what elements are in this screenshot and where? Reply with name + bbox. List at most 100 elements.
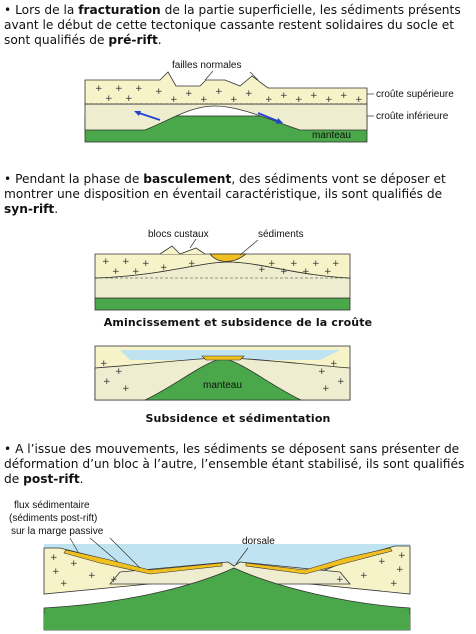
- label-blocs-custaux: blocs custaux: [148, 229, 209, 240]
- left-post-rift-sediment: [63, 549, 223, 575]
- blocks-leader: [189, 238, 197, 249]
- svg-text:+: +: [102, 257, 110, 267]
- label-manteau: manteau: [312, 130, 351, 141]
- term-syn-rift: syn-rift: [4, 202, 55, 217]
- term-post-rift: post-rift: [23, 472, 80, 487]
- para1-text-b: de la partie superficielle, les sédiment…: [4, 3, 461, 48]
- caption-amincissement: Amincissement et subsidence de la croûte: [103, 316, 373, 329]
- upper-crust-layer: [94, 253, 351, 279]
- term-basculement: basculement: [143, 172, 232, 186]
- crust-plus-pattern: ++++ ++++: [100, 359, 345, 394]
- right-post-rift-sediment: [245, 547, 393, 575]
- crust-plus-pattern: +++++++ ++++++++: [102, 257, 340, 277]
- diagram-subsidence: ++++ ++++ manteau: [94, 345, 351, 401]
- label-flux-line1: flux sédimentaire: [14, 500, 90, 511]
- svg-text:+: +: [340, 91, 348, 101]
- svg-text:+: +: [200, 95, 208, 105]
- svg-text:+: +: [132, 267, 140, 277]
- svg-text:+: +: [330, 359, 338, 369]
- label-flux-line3: sur la marge passive: [11, 526, 104, 537]
- svg-text:+: +: [60, 579, 68, 589]
- label-dorsale: dorsale: [242, 536, 275, 547]
- label-croute-superieure: croûte supérieure: [376, 89, 454, 100]
- term-pre-rift: pré-rift: [108, 33, 158, 48]
- svg-text:+: +: [324, 267, 332, 277]
- flux-leader: [89, 537, 119, 563]
- para3-text-c: .: [79, 472, 84, 487]
- flux-leader: [69, 537, 79, 553]
- bullet: •: [4, 172, 12, 186]
- svg-text:+: +: [332, 259, 340, 269]
- label-sediments: sédiments: [258, 229, 304, 240]
- svg-text:+: +: [50, 553, 58, 563]
- svg-text:+: +: [396, 565, 404, 575]
- paragraph-post-rift: • A l’issue des mouvements, les sédiment…: [4, 442, 472, 488]
- paragraph-syn-rift: • Pendant la phase de basculement, des s…: [4, 172, 472, 218]
- svg-text:+: +: [337, 377, 345, 387]
- label-croute-inferieure: croûte inférieure: [376, 111, 449, 122]
- svg-text:+: +: [325, 95, 333, 105]
- svg-text:+: +: [95, 84, 103, 94]
- right-arrowhead-icon: [276, 118, 283, 124]
- ridge-leader: [235, 547, 249, 565]
- svg-text:+: +: [355, 95, 363, 105]
- svg-text:+: +: [122, 257, 130, 267]
- svg-text:+: +: [185, 89, 193, 99]
- bullet: •: [4, 442, 12, 456]
- svg-text:+: +: [170, 95, 178, 105]
- svg-text:+: +: [88, 571, 96, 581]
- svg-text:+: +: [160, 263, 168, 273]
- svg-text:+: +: [336, 575, 344, 585]
- svg-text:+: +: [318, 367, 326, 377]
- flux-leader: [109, 537, 141, 569]
- crust-plus-pattern: ++++++ ++++++: [50, 551, 406, 589]
- svg-text:+: +: [398, 551, 406, 561]
- para2-text-a: Pendant la phase de: [15, 172, 144, 186]
- label-flux-line2: (sédiments post-rift): [9, 513, 97, 524]
- upper-crust-layer: [84, 71, 368, 105]
- label-failles-normales: failles normales: [172, 60, 241, 71]
- svg-text:+: +: [125, 94, 133, 104]
- para3-text-a: A l’issue des mouvements, les sédiments …: [4, 442, 465, 487]
- lower-crust-layer: [84, 103, 368, 131]
- svg-text:+: +: [230, 95, 238, 105]
- fault-leader: [204, 70, 214, 81]
- svg-text:+: +: [115, 84, 123, 94]
- left-arrowhead-icon: [134, 111, 141, 116]
- diagram-post-rift: ++++++ ++++++ flux sédimentaire (sédimen…: [9, 500, 411, 631]
- svg-text:+: +: [100, 359, 108, 369]
- svg-text:+: +: [103, 377, 111, 387]
- svg-text:+: +: [302, 267, 310, 277]
- para2-text-b: , des sédiments vont se déposer et montr…: [4, 172, 446, 202]
- svg-text:+: +: [52, 567, 60, 577]
- svg-text:+: +: [312, 259, 320, 269]
- term-fracturation: fracturation: [78, 3, 161, 17]
- mantle-base: [44, 614, 410, 630]
- fault-leader: [249, 71, 259, 81]
- para2-text-c: .: [54, 202, 59, 217]
- svg-text:+: +: [215, 87, 223, 97]
- syn-rift-sediment: [201, 355, 245, 361]
- diagram-basculement: +++++++ ++++++++ blocs custaux sédiments: [94, 229, 351, 311]
- syn-rift-sediment: [209, 253, 248, 262]
- svg-text:+: +: [295, 95, 303, 105]
- svg-text:+: +: [70, 559, 78, 569]
- svg-text:+: +: [268, 259, 276, 269]
- tilted-blocks-top: [159, 245, 206, 255]
- svg-text:+: +: [135, 84, 143, 94]
- diagram-fracturation: ++++++++++ +++++++++ failles normales cr…: [84, 60, 454, 143]
- svg-text:+: +: [390, 579, 398, 589]
- right-arrow-icon: [257, 112, 281, 123]
- crust-plus-pattern: ++++++++++ +++++++++: [95, 84, 363, 105]
- mantle-layer: [94, 297, 351, 311]
- svg-text:+: +: [155, 87, 163, 97]
- svg-text:+: +: [110, 575, 118, 585]
- svg-text:+: +: [322, 384, 330, 394]
- svg-text:+: +: [280, 267, 288, 277]
- sediment-leader: [239, 239, 259, 256]
- svg-text:+: +: [378, 557, 386, 567]
- svg-text:+: +: [258, 265, 266, 275]
- water-basin: [120, 350, 340, 360]
- svg-text:+: +: [122, 384, 130, 394]
